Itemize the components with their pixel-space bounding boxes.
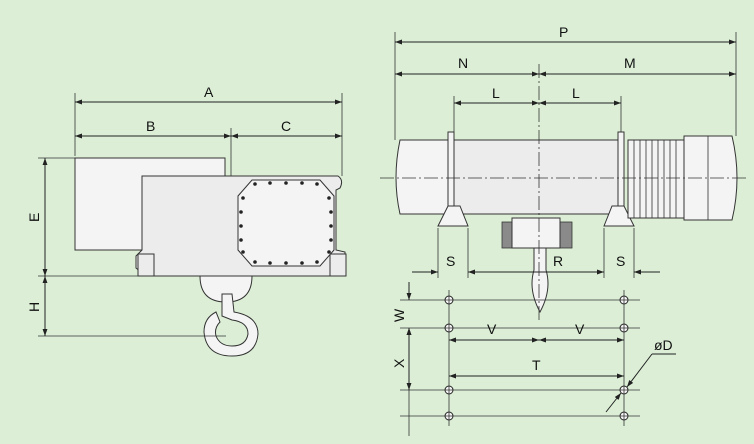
dim-B: B xyxy=(146,118,155,134)
dim-M: M xyxy=(624,55,636,71)
rope-drum xyxy=(451,139,621,215)
gearbox-bolts xyxy=(239,181,333,265)
dim-L-right: L xyxy=(572,85,580,101)
motor-body xyxy=(627,139,685,219)
dim-S-right: S xyxy=(616,253,625,269)
dim-W: W xyxy=(391,308,407,322)
foot-left xyxy=(437,205,469,227)
dim-T: T xyxy=(532,357,541,373)
gearbox-cover xyxy=(237,179,335,267)
dim-D: øD xyxy=(654,337,673,353)
dim-C: C xyxy=(281,118,291,134)
front-hook xyxy=(531,247,549,314)
dim-N: N xyxy=(458,55,468,71)
foot-right xyxy=(603,205,635,227)
dim-R: R xyxy=(553,253,563,269)
dim-S-left: S xyxy=(446,253,455,269)
hook xyxy=(203,293,259,357)
dim-V-left: V xyxy=(487,321,497,337)
dim-V-right: V xyxy=(575,321,585,337)
front-view: P N M L L S R S xyxy=(380,24,748,320)
dim-L-left: L xyxy=(492,85,500,101)
hole-pattern: W X V V T øD xyxy=(391,282,676,436)
drum-end-cover xyxy=(395,139,453,215)
dim-P: P xyxy=(559,24,568,40)
dim-E: E xyxy=(26,213,42,222)
dim-A: A xyxy=(204,84,214,100)
side-view: A B C E H xyxy=(26,84,347,357)
dim-X: X xyxy=(391,358,407,368)
cooling-ribs xyxy=(633,140,677,218)
dim-H: H xyxy=(26,302,42,312)
